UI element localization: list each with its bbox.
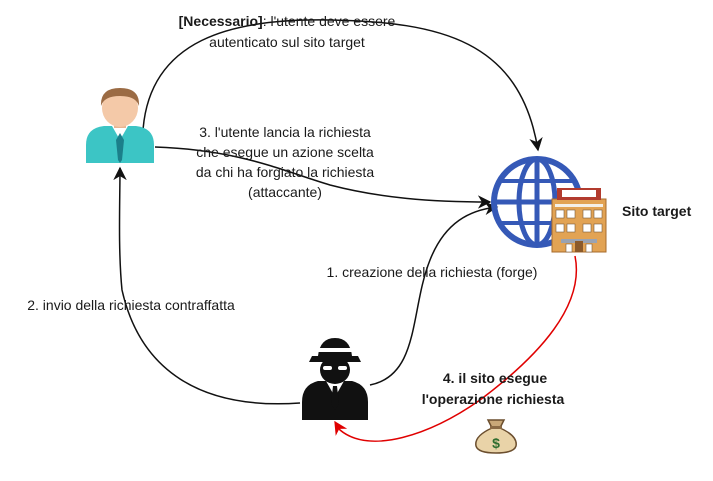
hacker-icon — [302, 338, 368, 420]
prerequisite-label: [Necessario]: l'utente deve essere — [179, 13, 396, 29]
step4-line1: 4. il sito esegue — [443, 370, 547, 386]
response-connector — [334, 255, 578, 442]
step2-label: 2. invio della richiesta contraffatta — [27, 297, 235, 313]
money-bag-icon: $ — [475, 419, 517, 454]
step1-label: 1. creazione della richiesta (forge) — [327, 264, 538, 280]
step3-line4: (attaccante) — [248, 184, 322, 200]
step2-connector — [113, 166, 301, 405]
step3-connector — [154, 146, 492, 209]
step3-line3: da chi ha forgiato la richiesta — [196, 164, 374, 180]
user-icon — [86, 88, 154, 163]
step3-line2: che esegue un azione scelta — [196, 144, 374, 160]
svg-text:$: $ — [492, 435, 500, 451]
prerequisite-rest: : l'utente deve essere — [263, 13, 396, 29]
prerequisite-connector — [142, 19, 543, 152]
step3-line1: 3. l'utente lancia la richiesta — [199, 124, 371, 140]
step4-line2: l'operazione richiesta — [422, 391, 565, 407]
prerequisite-line2: autenticato sul sito target — [209, 34, 365, 50]
prerequisite-bold: [Necessario] — [179, 13, 263, 29]
target-site-label: Sito target — [622, 203, 692, 219]
step1-connector — [369, 201, 499, 386]
building-icon — [551, 188, 607, 253]
